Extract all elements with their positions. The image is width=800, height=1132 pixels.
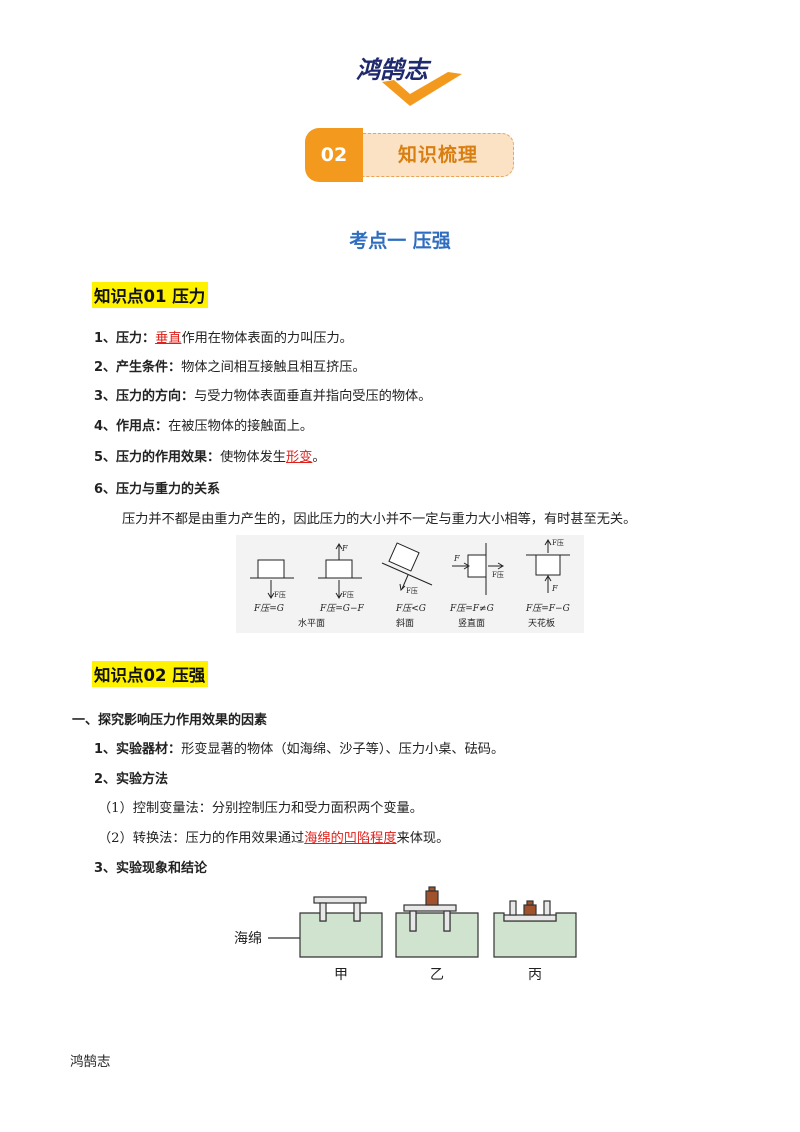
badge-number: 02: [305, 128, 363, 182]
weight-yi: [425, 890, 439, 906]
section-title: 考点一 压强: [349, 230, 451, 252]
table-top-jia: [313, 896, 367, 904]
kp1-item-2: 2、产生条件：物体之间相互接触且相互挤压。: [94, 360, 366, 375]
weight-bing: [523, 904, 537, 916]
fig1-fpress-3: F压: [406, 587, 418, 595]
label-jia: 甲: [334, 967, 348, 983]
kp2-sub-1: （1）控制变量法：分别控制压力和受力面积两个变量。: [98, 801, 423, 816]
logo-check-mark: [382, 72, 462, 106]
footer-text: 鸿鹄志: [70, 1054, 111, 1070]
sponge-label: 海绵: [234, 930, 262, 947]
kp1-item-1: 1、压力：垂直作用在物体表面的力叫压力。: [94, 331, 353, 346]
fig1-f-4: F: [453, 554, 460, 563]
fig1-fpress-1: F压: [274, 591, 286, 599]
fig1-fpress-2: F压: [342, 591, 354, 599]
label-bing: 丙: [528, 967, 542, 983]
fig1-eq-3: F压<G: [395, 603, 426, 614]
kp2-item-2: 2、实验方法: [94, 772, 169, 787]
kp1-item-6: 6、压力与重力的关系: [94, 482, 221, 497]
fig1-f-5: F: [551, 584, 558, 593]
fig1-eq-5: F压=F−G: [525, 603, 570, 614]
kp1-paragraph: 压力并不都是由重力产生的，因此压力的大小并不一定与重力大小相等，有时甚至无关。: [122, 512, 637, 527]
fig1-f-2: F: [341, 544, 348, 553]
fig1-eq-4: F压=F≠G: [449, 603, 494, 614]
fig1-eq-1: F压=G: [253, 603, 284, 614]
kp2-item-3: 3、实验现象和结论: [94, 861, 208, 876]
fig1-caption-1: 水平面: [298, 617, 325, 629]
kp1-item-5: 5、压力的作用效果：使物体发生形变。: [94, 450, 326, 465]
kp1-title: 知识点01 压力: [92, 282, 209, 308]
kp2-item-1: 1、实验器材：形变显著的物体（如海绵、沙子等）、压力小桌、砝码。: [94, 742, 505, 757]
fig1-eq-2: F压=G−F: [319, 603, 365, 614]
label-yi: 乙: [430, 967, 444, 983]
fig1-caption-2: 斜面: [396, 617, 414, 629]
kp1-item-3: 3、压力的方向：与受力物体表面垂直并指向受压的物体。: [94, 389, 432, 404]
table-top-bing: [503, 914, 557, 922]
section-badge: 02 知识梳理: [305, 128, 517, 182]
table-top-yi: [403, 904, 457, 912]
kp2-sub-2: （2）转换法：压力的作用效果通过海绵的凹陷程度来体现。: [98, 831, 450, 846]
pressure-gravity-figure: F压 F压=G F F压 F压=G−F F压 F压<G F F压 F压=F≠G …: [236, 535, 584, 633]
fig1-caption-3: 竖直面: [458, 617, 485, 629]
logo-text: 鸿鹄志: [356, 55, 432, 84]
sponge-experiment-figure: 海绵 甲 乙 丙: [232, 885, 582, 995]
kp1-item-4: 4、作用点：在被压物体的接触面上。: [94, 419, 314, 434]
brand-logo: 鸿鹄志: [356, 55, 462, 106]
fig1-caption-4: 天花板: [528, 617, 555, 629]
sponge-yi: [395, 912, 479, 958]
badge-label: 知识梳理: [363, 133, 514, 177]
fig1-fpress-5: F压: [552, 539, 564, 547]
sponge-jia: [299, 912, 383, 958]
fig1-fpress-4: F压: [492, 571, 504, 579]
kp2-title: 知识点02 压强: [92, 661, 209, 687]
kp2-heading-1: 一、探究影响压力作用效果的因素: [72, 713, 268, 728]
